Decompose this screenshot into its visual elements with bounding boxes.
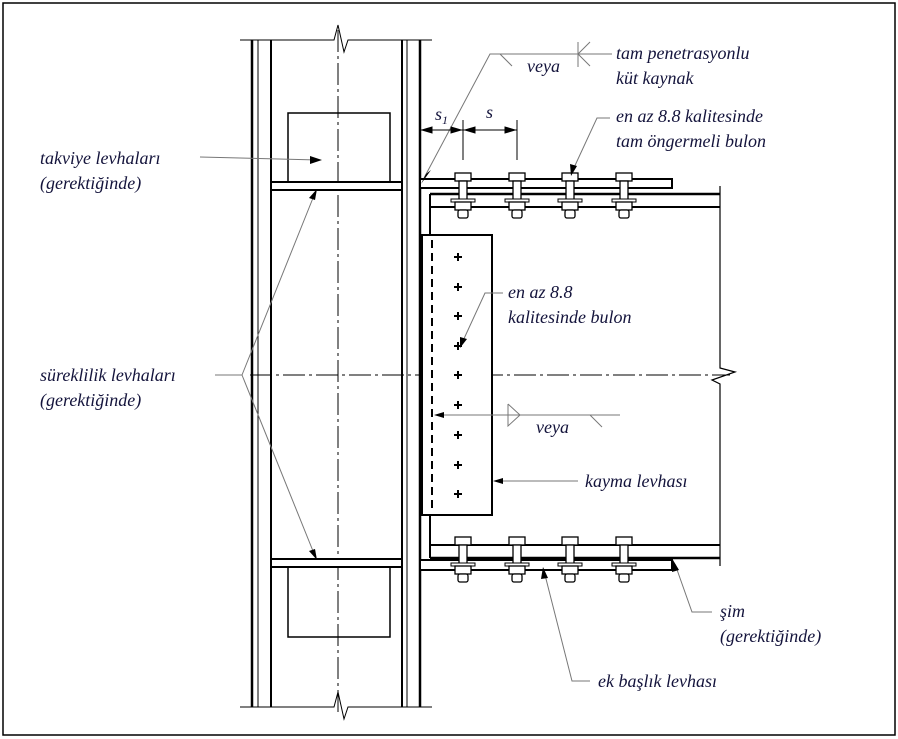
web-bolt-mark [454, 431, 462, 439]
dimension-s1-s [420, 120, 518, 160]
flange-bolt [611, 536, 637, 583]
shear-plate-label: kayma levhası [585, 471, 687, 491]
continuity-label-line1: süreklilik levhaları [40, 365, 176, 385]
web-bolt-mark [454, 371, 462, 379]
butt-weld-label-line2: küt kaynak [616, 68, 694, 88]
dimension-s1-label: s1 [435, 104, 448, 127]
flange-bolt [504, 172, 530, 219]
shim-label-line2: (gerektiğinde) [720, 626, 821, 647]
flange-bolt [557, 172, 583, 219]
flange-bolt [557, 536, 583, 583]
leader-flange-plate [543, 570, 590, 682]
web-bolt-mark [454, 490, 462, 498]
bolt-label-line1: en az 8.8 [508, 282, 573, 302]
stiffener-plate-top [287, 112, 391, 186]
web-bolt-mark [454, 312, 462, 320]
dimension-s-label: s [486, 102, 493, 122]
flange-plate-top [419, 178, 673, 189]
continuity-plate-top [270, 181, 403, 191]
pretension-bolt-label-line2: tam öngermeli bulon [616, 131, 766, 151]
web-bolts [454, 253, 462, 498]
web-bolt-mark [454, 283, 462, 291]
weld-symbol-mid [434, 403, 620, 428]
beam-break-line [710, 186, 738, 566]
flange-bolt [611, 172, 637, 219]
weld-alternative-mid-label: veya [536, 417, 569, 437]
leader-stiffener [199, 156, 319, 161]
bolt-label-line2: kalitesinde bulon [508, 307, 631, 327]
continuity-plate-bottom [270, 558, 403, 568]
shim-label-line1: şim [720, 601, 745, 621]
butt-weld-label-line1: tam penetrasyonlu [616, 43, 749, 63]
continuity-label-line2: (gerektiğinde) [40, 390, 141, 411]
leader-bolt [461, 292, 503, 344]
leader-pretension-bolt [571, 117, 610, 173]
stiffener-label-line2: (gerektiğinde) [40, 173, 141, 194]
stiffener-plate-bottom [287, 564, 391, 638]
flange-bolt [450, 536, 476, 583]
flange-bolts [450, 172, 637, 583]
leader-continuity [215, 189, 317, 560]
flange-plate-bottom [419, 559, 673, 571]
break-line-bottom [240, 691, 432, 721]
web-bolt-mark [454, 253, 462, 261]
weld-alternative-top-label: veya [527, 56, 560, 76]
leader-shim [674, 563, 712, 613]
break-line-top [240, 24, 432, 54]
flange-plate-label: ek başlık levhası [598, 671, 717, 691]
column [240, 24, 432, 721]
stiffener-label-line1: takviye levhaları [40, 148, 160, 168]
weld-symbol-top [421, 41, 612, 184]
web-bolt-mark [454, 401, 462, 409]
web-bolt-mark [454, 461, 462, 469]
flange-bolt [504, 536, 530, 583]
flange-bolt [450, 172, 476, 219]
pretension-bolt-label-line1: en az 8.8 kalitesinde [616, 106, 763, 126]
